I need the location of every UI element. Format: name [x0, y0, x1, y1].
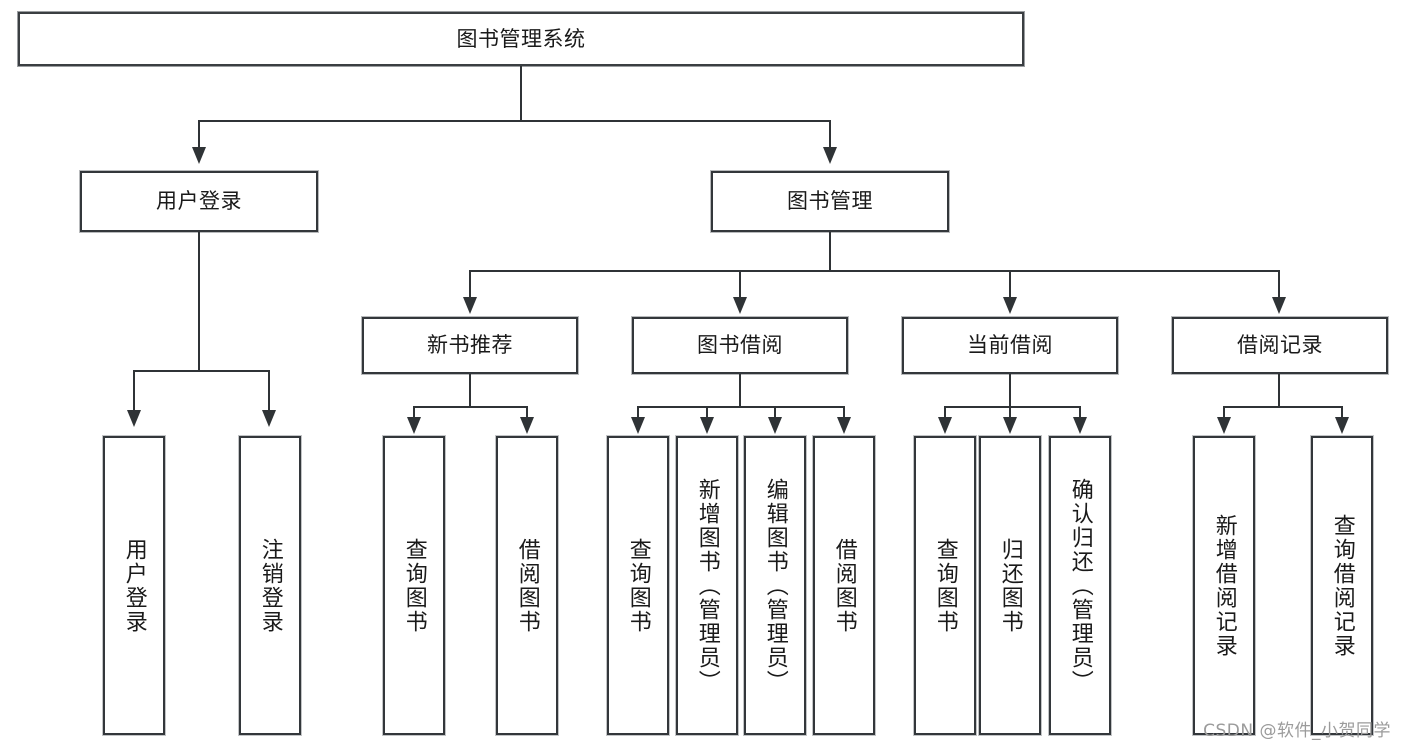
connector-current-borrow-stem	[1009, 374, 1011, 407]
connector-borrow-record-bus	[1223, 406, 1342, 408]
node-label: 当前借阅	[967, 333, 1053, 358]
connector-drop-user-login-leaf-1	[268, 370, 270, 412]
leaf-user-login-1[interactable]: 注销登录	[239, 436, 301, 735]
arrowhead-user-login	[192, 147, 206, 164]
arrowhead-current-borrow-leaf-1	[1003, 417, 1017, 434]
leaf-book-borrow-0[interactable]: 查询图书	[607, 436, 669, 735]
node-label: 借阅图书	[514, 537, 540, 634]
connector-drop-current-borrow-leaf-2	[1079, 406, 1081, 419]
arrowhead-user-login-leaf-1	[262, 410, 276, 427]
node-label: 借阅图书	[831, 537, 857, 634]
leaf-user-login-0[interactable]: 用户登录	[103, 436, 165, 735]
node-label: 借阅记录	[1237, 333, 1323, 358]
connector-drop-borrow-record-leaf-0	[1223, 406, 1225, 419]
node-book-borrow[interactable]: 图书借阅	[632, 317, 848, 374]
node-label: 查询图书	[401, 537, 427, 634]
connector-new-book-bus	[413, 406, 527, 408]
node-book-management[interactable]: 图书管理	[711, 171, 949, 232]
connector-drop-user-login	[198, 120, 200, 149]
arrowhead-new-book-leaf-1	[520, 417, 534, 434]
arrowhead-book-borrow-leaf-1	[700, 417, 714, 434]
node-user-login[interactable]: 用户登录	[80, 171, 318, 232]
connector-book-manage-stem	[829, 232, 831, 271]
node-root-system[interactable]: 图书管理系统	[18, 12, 1024, 66]
connector-drop-book-borrow-leaf-3	[843, 406, 845, 419]
node-label: 用户登录	[156, 189, 242, 214]
leaf-borrow-record-1[interactable]: 查询借阅记录	[1311, 436, 1373, 735]
leaf-borrow-record-0[interactable]: 新增借阅记录	[1193, 436, 1255, 735]
connector-current-borrow-bus	[944, 406, 1081, 408]
leaf-current-borrow-2[interactable]: 确认归还（管理员）	[1049, 436, 1111, 735]
arrowhead-borrow-record-leaf-0	[1217, 417, 1231, 434]
node-current-borrow[interactable]: 当前借阅	[902, 317, 1118, 374]
arrowhead-current-borrow-leaf-0	[938, 417, 952, 434]
connector-drop-user-login-leaf-0	[133, 370, 135, 412]
arrowhead-book-borrow-leaf-2	[768, 417, 782, 434]
connector-level3-bus	[469, 270, 1279, 272]
arrowhead-book-manage	[823, 147, 837, 164]
connector-drop-current-borrow	[1009, 270, 1011, 299]
node-label: 注销登录	[257, 537, 283, 634]
node-label: 查询借阅记录	[1329, 513, 1355, 658]
connector-drop-book-borrow-leaf-0	[637, 406, 639, 419]
arrowhead-user-login-leaf-0	[127, 410, 141, 427]
arrowhead-current-borrow	[1003, 297, 1017, 314]
leaf-new-book-0[interactable]: 查询图书	[383, 436, 445, 735]
connector-user-login-stem	[198, 232, 200, 371]
connector-root-stem	[520, 66, 522, 121]
node-new-book-recommend[interactable]: 新书推荐	[362, 317, 578, 374]
node-label: 确认归还（管理员）	[1067, 477, 1093, 694]
arrowhead-book-borrow	[733, 297, 747, 314]
leaf-current-borrow-1[interactable]: 归还图书	[979, 436, 1041, 735]
node-label: 图书借阅	[697, 333, 783, 358]
leaf-current-borrow-0[interactable]: 查询图书	[914, 436, 976, 735]
node-label: 图书管理	[787, 189, 873, 214]
connector-drop-new-book-leaf-1	[526, 406, 528, 419]
arrowhead-new-book-leaf-0	[407, 417, 421, 434]
arrowhead-book-borrow-leaf-3	[837, 417, 851, 434]
connector-drop-current-borrow-leaf-0	[944, 406, 946, 419]
connector-drop-book-manage	[829, 120, 831, 149]
node-label: 编辑图书（管理员）	[762, 477, 788, 694]
node-label: 用户登录	[121, 537, 147, 634]
arrowhead-current-borrow-leaf-2	[1073, 417, 1087, 434]
connector-drop-borrow-record	[1278, 270, 1280, 299]
node-label: 归还图书	[997, 537, 1023, 634]
connector-level2-bus	[198, 120, 830, 122]
arrowhead-borrow-record	[1272, 297, 1286, 314]
node-label: 新增借阅记录	[1211, 513, 1237, 658]
leaf-book-borrow-2[interactable]: 编辑图书（管理员）	[744, 436, 806, 735]
connector-drop-new-book-leaf-0	[413, 406, 415, 419]
connector-drop-new-book	[469, 270, 471, 299]
connector-drop-current-borrow-leaf-1	[1009, 406, 1011, 419]
node-label: 图书管理系统	[456, 26, 586, 51]
leaf-book-borrow-3[interactable]: 借阅图书	[813, 436, 875, 735]
leaf-book-borrow-1[interactable]: 新增图书（管理员）	[676, 436, 738, 735]
connector-book-borrow-stem	[739, 374, 741, 407]
connector-drop-book-borrow	[739, 270, 741, 299]
connector-drop-book-borrow-leaf-2	[774, 406, 776, 419]
node-label: 新增图书（管理员）	[694, 477, 720, 694]
arrowhead-book-borrow-leaf-0	[631, 417, 645, 434]
node-borrow-record[interactable]: 借阅记录	[1172, 317, 1388, 374]
connector-user-login-bus	[133, 370, 269, 372]
arrowhead-borrow-record-leaf-1	[1335, 417, 1349, 434]
connector-drop-borrow-record-leaf-1	[1341, 406, 1343, 419]
connector-drop-book-borrow-leaf-1	[706, 406, 708, 419]
connector-new-book-stem	[469, 374, 471, 407]
connector-borrow-record-stem	[1278, 374, 1280, 407]
node-label: 新书推荐	[427, 333, 513, 358]
node-label: 查询图书	[932, 537, 958, 634]
node-label: 查询图书	[625, 537, 651, 634]
leaf-new-book-1[interactable]: 借阅图书	[496, 436, 558, 735]
connector-book-borrow-bus	[637, 406, 844, 408]
arrowhead-new-book	[463, 297, 477, 314]
